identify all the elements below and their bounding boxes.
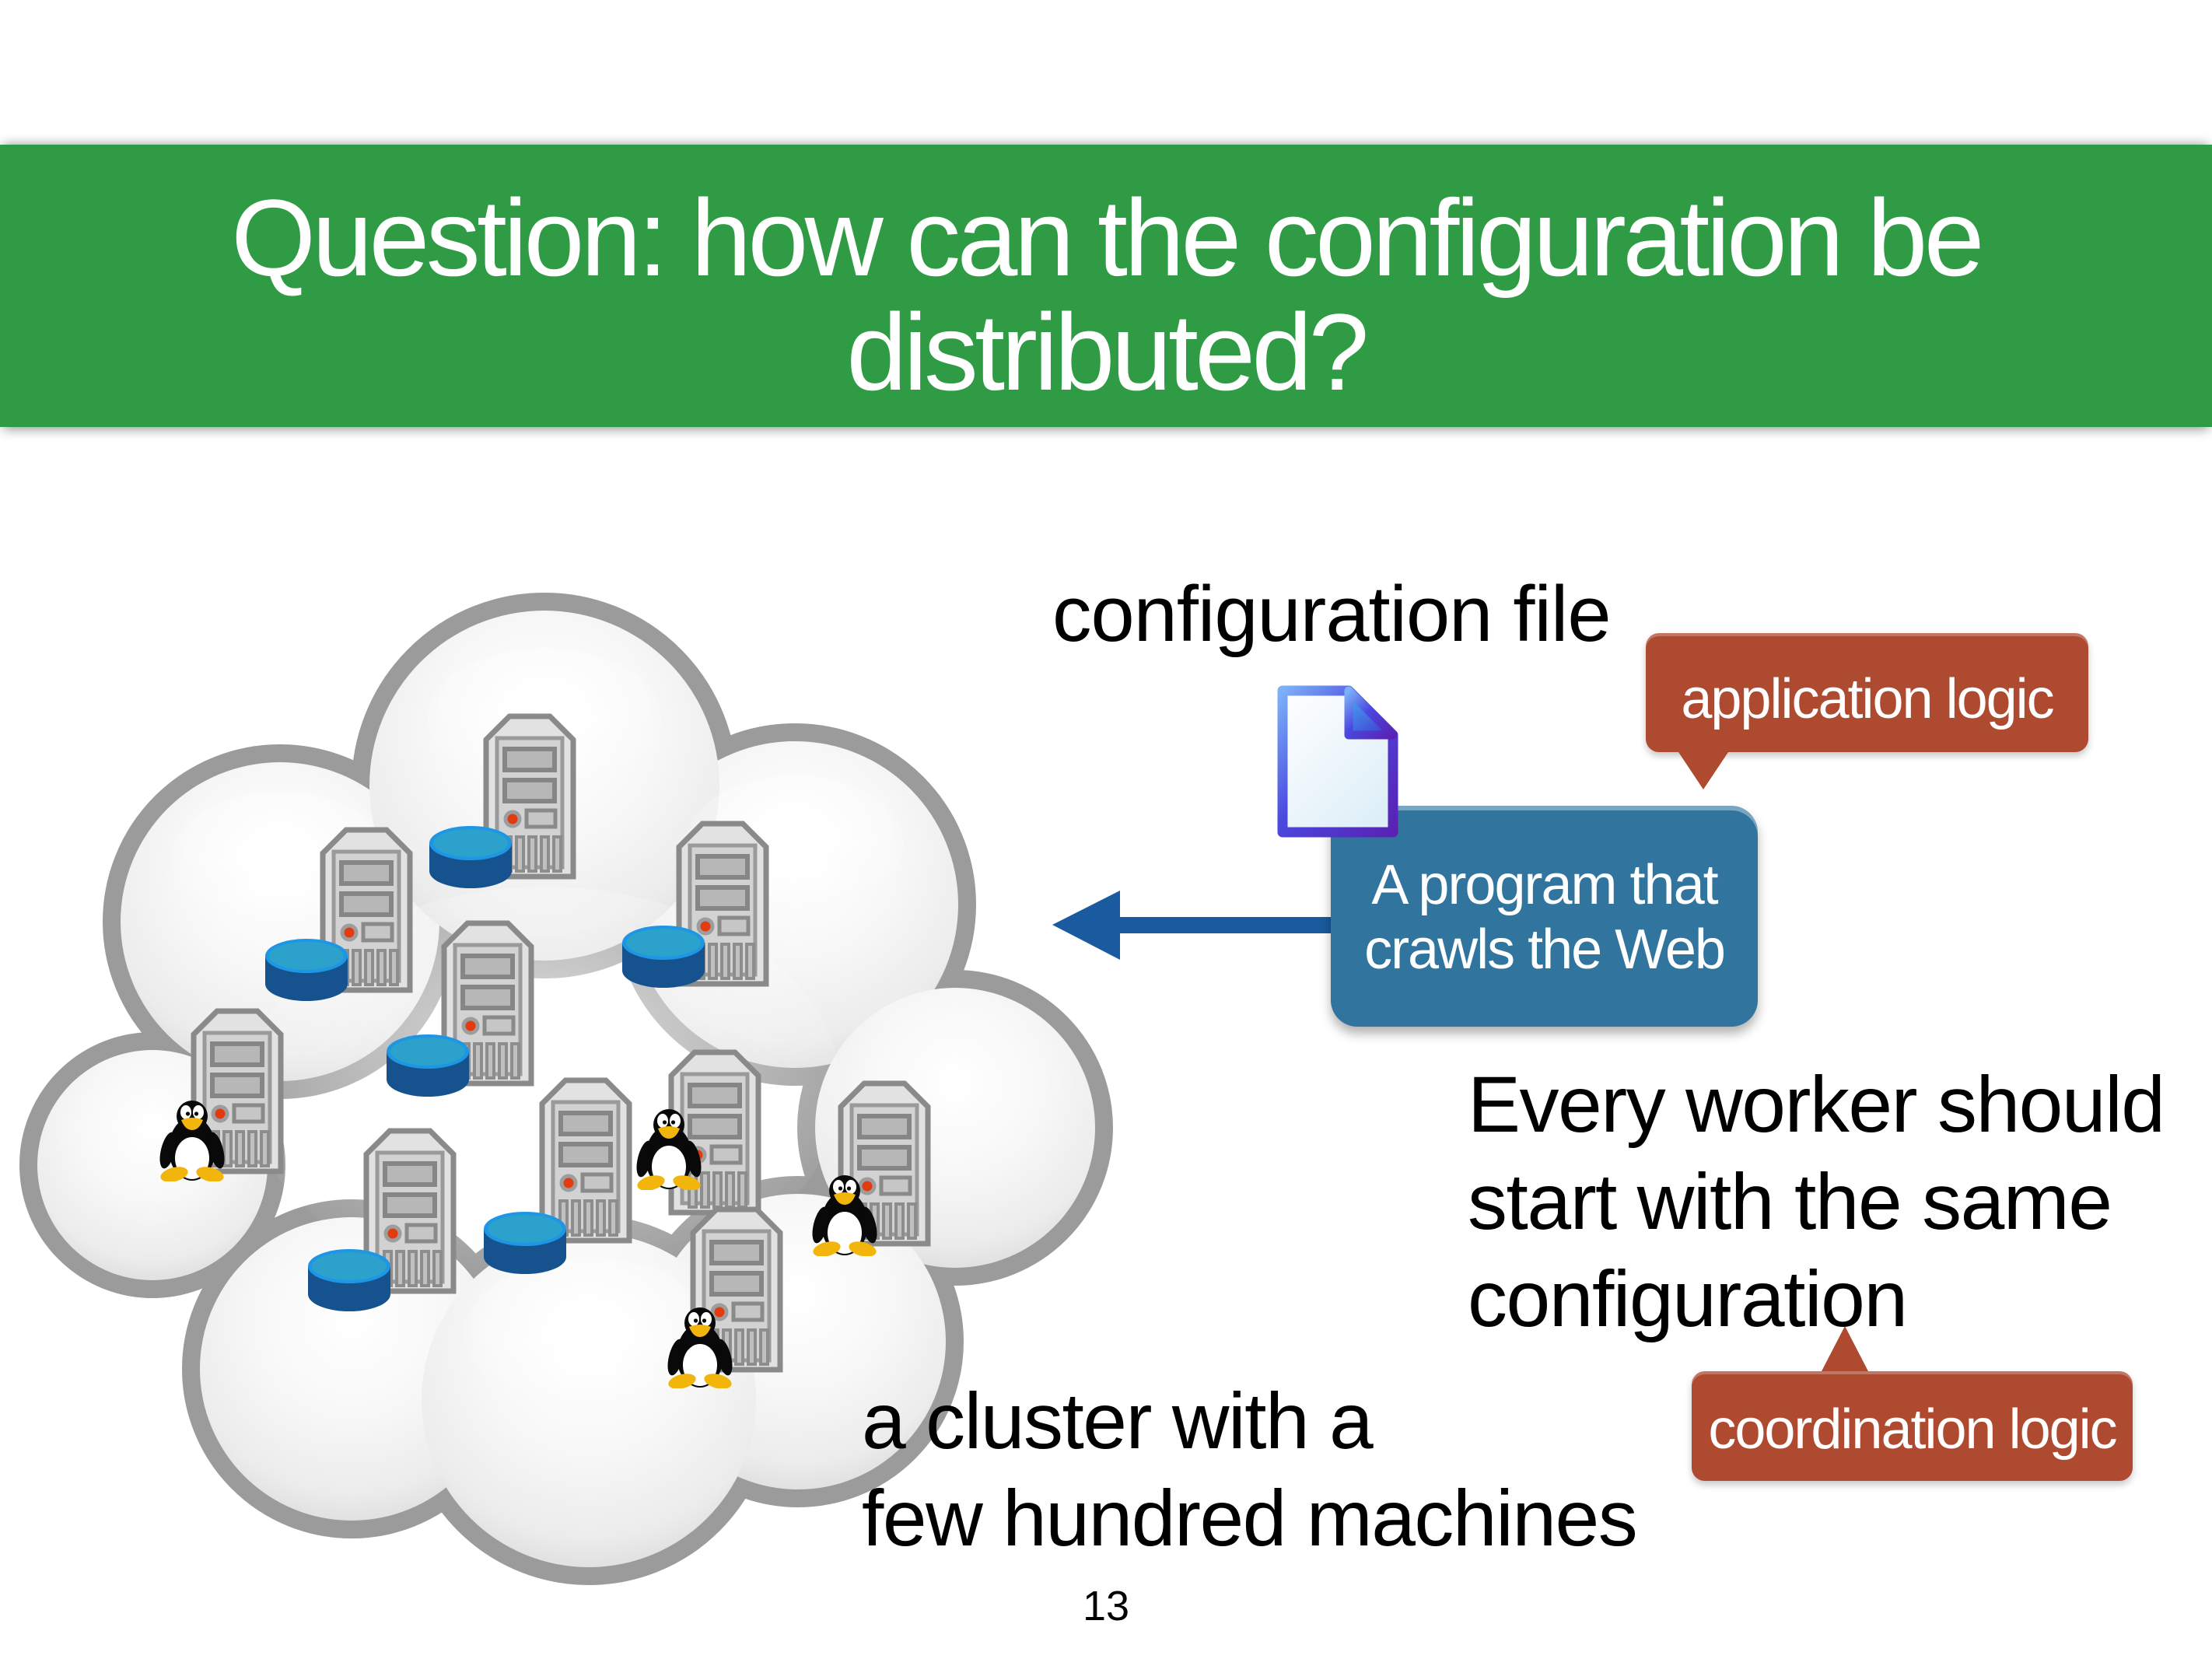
- database-icon: [622, 926, 705, 988]
- config-file-label: configuration file: [1052, 571, 1612, 658]
- application-logic-callout: application logic: [1646, 633, 2088, 789]
- server-icon: [542, 1080, 629, 1241]
- crawler-callout: A program that crawls the Web: [1331, 806, 1758, 1027]
- database-icon: [429, 826, 512, 888]
- crawler-callout-line1: A program that: [1371, 853, 1718, 916]
- worker-note: Every worker should start with the same …: [1468, 1056, 2165, 1348]
- callout-tail-up: [1822, 1326, 1868, 1371]
- slide-title-line1: Question: how can the configuration be: [231, 177, 1984, 299]
- application-logic-label: application logic: [1681, 668, 2054, 730]
- database-icon: [308, 1249, 390, 1311]
- database-icon: [484, 1212, 566, 1274]
- slide-title-bar: Question: how can the configuration be d…: [0, 145, 2212, 427]
- cluster-note-line2: few hundred machines: [862, 1474, 1638, 1563]
- worker-note-line1: Every worker should: [1468, 1060, 2165, 1149]
- arrow-left-icon: [1052, 891, 1346, 960]
- crawler-callout-line2: crawls the Web: [1364, 918, 1726, 981]
- coordination-logic-callout: coordination logic: [1692, 1326, 2133, 1481]
- worker-note-line3: configuration: [1468, 1255, 1908, 1343]
- callout-tail-down: [1678, 752, 1728, 789]
- cluster-note: a cluster with a few hundred machines: [862, 1373, 1638, 1567]
- database-icon: [265, 939, 348, 1001]
- page-number: 13: [1082, 1583, 1130, 1629]
- cluster-note-line1: a cluster with a: [862, 1377, 1374, 1465]
- slide-title-line2: distributed?: [846, 291, 1369, 413]
- database-icon: [387, 1034, 469, 1097]
- worker-note-line2: start with the same: [1468, 1157, 2112, 1246]
- coordination-logic-label: coordination logic: [1708, 1398, 2117, 1461]
